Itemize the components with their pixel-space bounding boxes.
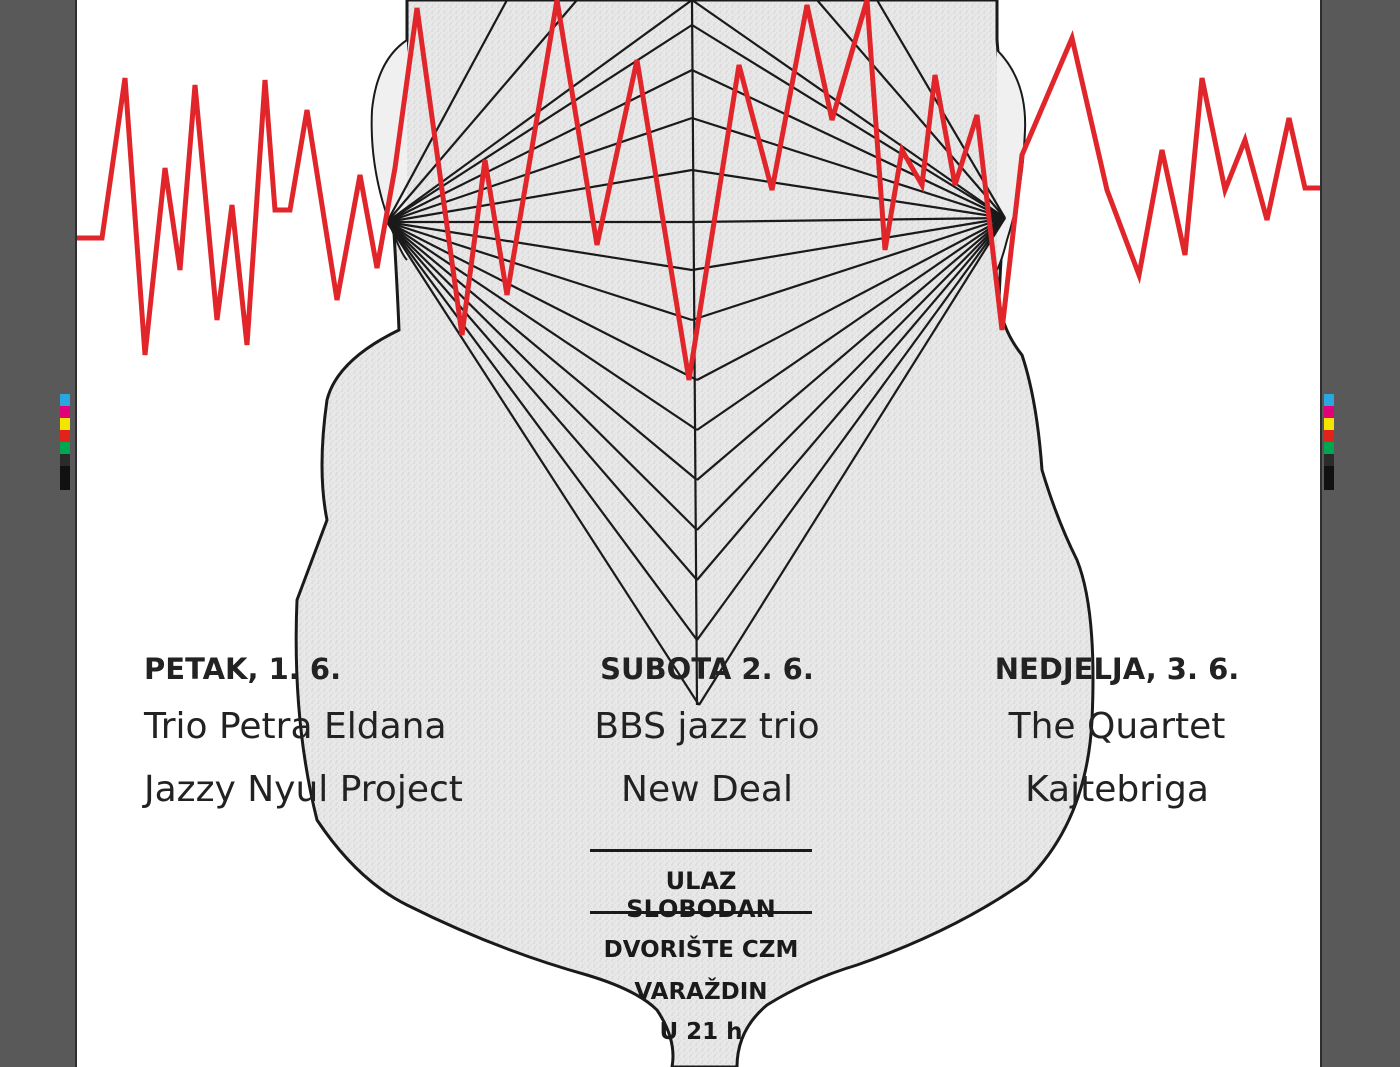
color-registration-bar-left	[60, 394, 70, 490]
event-time: U 21 h	[659, 1019, 743, 1045]
venue-line-1: DVORIŠTE CZM	[603, 937, 799, 963]
divider-rule	[590, 849, 812, 852]
poster-sheet: PETAK, 1. 6. Trio Petra Eldana Jazzy Nyu…	[75, 0, 1322, 1067]
band-name: Kajtebriga	[1025, 769, 1209, 810]
band-name: New Deal	[621, 769, 793, 810]
left-ear	[370, 39, 408, 261]
entry-label: ULAZ SLOBODAN	[626, 867, 776, 923]
band-name: Jazzy Nyul Project	[144, 769, 463, 810]
divider-rule	[590, 911, 812, 914]
color-registration-bar-right	[1324, 394, 1334, 490]
day-column-sunday: NEDJELJA, 3. 6. The Quartet Kajtebriga	[977, 652, 1257, 832]
band-name: BBS jazz trio	[594, 706, 820, 747]
day-label: SUBOTA 2. 6.	[600, 652, 814, 686]
day-column-friday: PETAK, 1. 6. Trio Petra Eldana Jazzy Nyu…	[144, 652, 463, 832]
poster-illustration	[77, 0, 1320, 1067]
band-name: The Quartet	[1008, 706, 1226, 747]
day-label: NEDJELJA, 3. 6.	[994, 652, 1240, 686]
venue-line-2: VARAŽDIN	[634, 979, 768, 1005]
red-waveform	[77, 0, 1320, 381]
day-column-saturday: SUBOTA 2. 6. BBS jazz trio New Deal	[577, 652, 837, 832]
band-name: Trio Petra Eldana	[144, 706, 447, 747]
day-label: PETAK, 1. 6.	[144, 652, 342, 686]
